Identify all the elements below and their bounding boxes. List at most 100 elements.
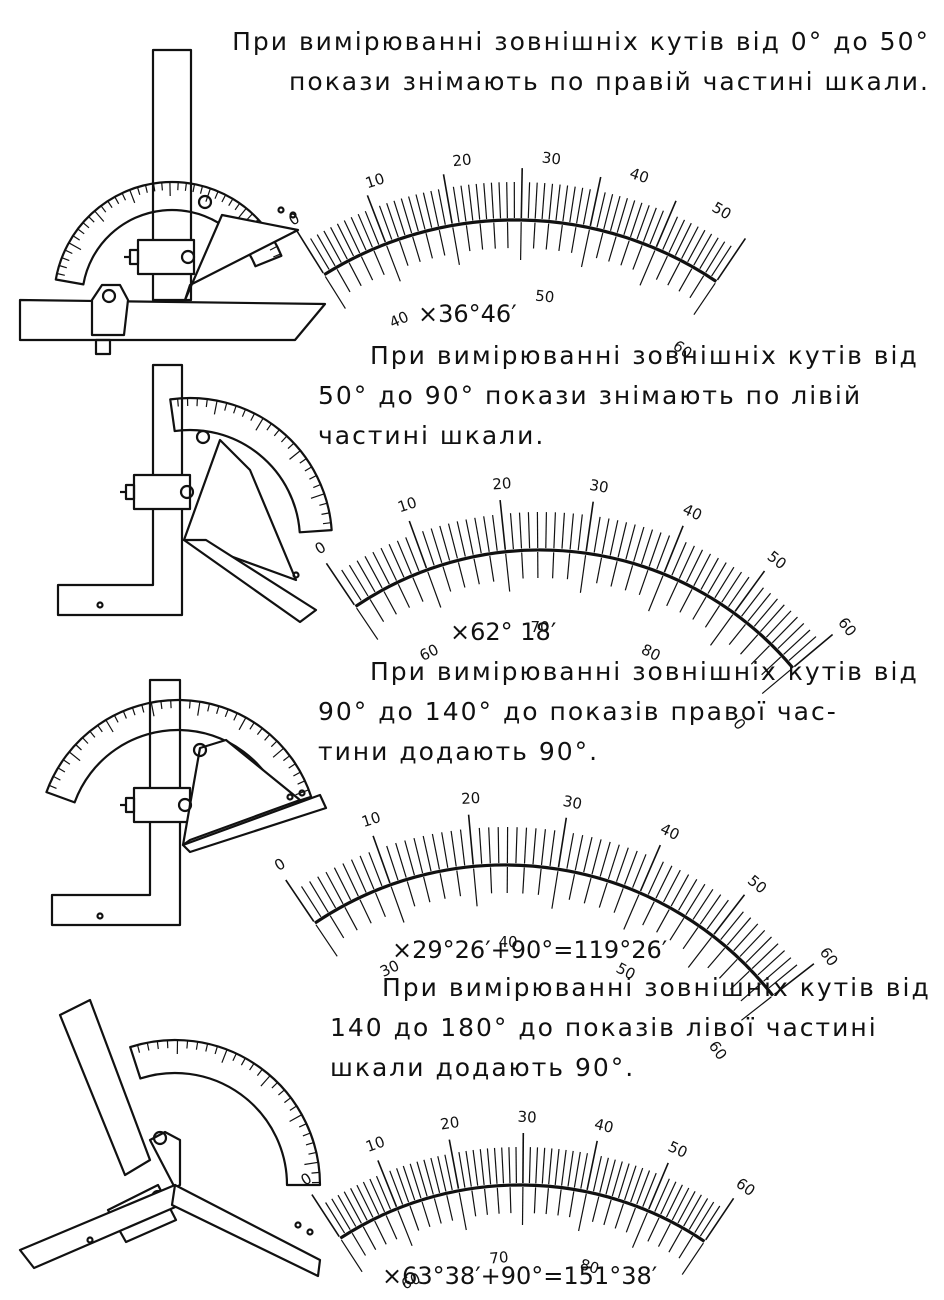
vernier-tick (591, 839, 602, 875)
main-tick (682, 927, 699, 950)
vernier-tick (483, 516, 490, 552)
protractor-tick (302, 1132, 311, 1137)
vernier-tick (343, 1191, 362, 1224)
result-4: ×63°38′+90°=151°38′ (382, 1262, 658, 1290)
vernier-tick (492, 515, 498, 551)
vernier-tick (777, 622, 805, 649)
protractor-device-1 (18, 48, 327, 356)
vernier-tick (486, 1148, 492, 1185)
pivot-screw (152, 1130, 168, 1146)
vernier-tick (688, 1198, 709, 1230)
vernier-label: 50 (709, 198, 735, 223)
main-tick (324, 276, 346, 309)
vernier-label: 50 (665, 1137, 690, 1161)
vernier-tick (444, 1154, 453, 1191)
caption-2: При вимірюванні зовнішніх кутів від 50° … (318, 336, 928, 456)
vernier-tick (660, 1181, 677, 1215)
main-tick (639, 250, 656, 286)
vernier-tick (566, 833, 575, 869)
slide-knob (94, 338, 112, 356)
caption-1-line-2: покази знімають по правій частині шкали. (289, 67, 930, 96)
vernier-tick (711, 245, 732, 277)
vernier-tick (615, 847, 629, 882)
protractor-tick (216, 705, 220, 714)
vernier-tick (788, 636, 817, 661)
caption-4-line-3: шкали додають 90°. (330, 1053, 636, 1082)
protractor-tick (299, 458, 307, 464)
protractor-tick (228, 198, 234, 207)
vernier-tick (599, 841, 611, 877)
main-tick (545, 223, 550, 250)
vernier-tick (553, 512, 556, 549)
vernier-tick (699, 237, 719, 270)
protractor-tick (64, 249, 73, 255)
main-tick (580, 229, 590, 268)
vernier-tick (663, 525, 684, 573)
protractor-tick (214, 1046, 218, 1055)
protractor-tick (283, 755, 291, 762)
vernier-tick (456, 521, 466, 557)
vernier-tick (479, 1149, 485, 1185)
vernier-tick (375, 1175, 392, 1210)
vernier-label: 0 (285, 209, 302, 229)
vernier-label: 10 (363, 1132, 387, 1155)
protractor-tick (141, 704, 145, 713)
vernier-tick (336, 223, 355, 257)
protractor-tick (82, 222, 90, 229)
protractor-tick (129, 189, 136, 204)
vernier-tick (415, 194, 426, 230)
protractor-tick (188, 700, 191, 709)
vernier-tick (734, 570, 766, 612)
vernier-tick (388, 544, 405, 578)
vernier-tick (555, 184, 561, 221)
main-tick (740, 634, 759, 655)
protractor-tick (221, 1049, 228, 1063)
vernier-tick (699, 1205, 721, 1237)
main-tick (522, 867, 525, 894)
vernier-tick (372, 551, 390, 585)
pivot-screw (195, 429, 211, 445)
protractor-tick (114, 196, 120, 205)
vernier-label: 40 (657, 820, 682, 844)
vernier-tick (700, 557, 719, 590)
vernier-tick (459, 829, 466, 866)
vernier-tick (592, 1155, 602, 1192)
main-tick (390, 886, 405, 923)
caption-3-line-1: При вимірюванні зовнішніх кутів від (370, 657, 919, 686)
vernier-tick (350, 217, 367, 251)
protractor-tick (113, 715, 119, 723)
vernier-label: 20 (461, 789, 481, 808)
main-tick (740, 983, 761, 1002)
scale-arc (339, 1183, 706, 1243)
vernier-tick (665, 1184, 683, 1218)
vernier-label: 60 (816, 944, 842, 970)
vernier-plate (148, 1130, 182, 1190)
main-tick (638, 570, 649, 595)
vernier-tick (518, 512, 523, 549)
vernier-tick (408, 520, 428, 569)
protractor-tick (273, 429, 280, 437)
protractor-tick (184, 182, 187, 191)
protractor-device-2 (56, 363, 333, 624)
vernier-tick (639, 844, 662, 892)
main-tick (750, 645, 770, 665)
protractor-tick (160, 700, 163, 710)
vernier-tick (670, 874, 690, 907)
main-tick (374, 1220, 387, 1245)
vernier-tick (671, 1187, 690, 1221)
main-tick (340, 1239, 363, 1273)
main-tick (409, 1205, 420, 1231)
vernier-tick (362, 1181, 380, 1215)
protractor-tick (308, 1151, 317, 1155)
main-tick (532, 222, 536, 249)
vernier-tick (636, 1170, 651, 1205)
main-tick (687, 937, 712, 968)
vernier-tick (452, 186, 460, 223)
vernier-tick (753, 598, 778, 627)
vernier-tick (386, 203, 399, 238)
vernier-tick (685, 883, 706, 916)
main-tick (707, 947, 726, 969)
vernier-tick (561, 1149, 567, 1186)
caption-2-line-2: 50° до 90° покази знімають по лівій (318, 381, 863, 410)
